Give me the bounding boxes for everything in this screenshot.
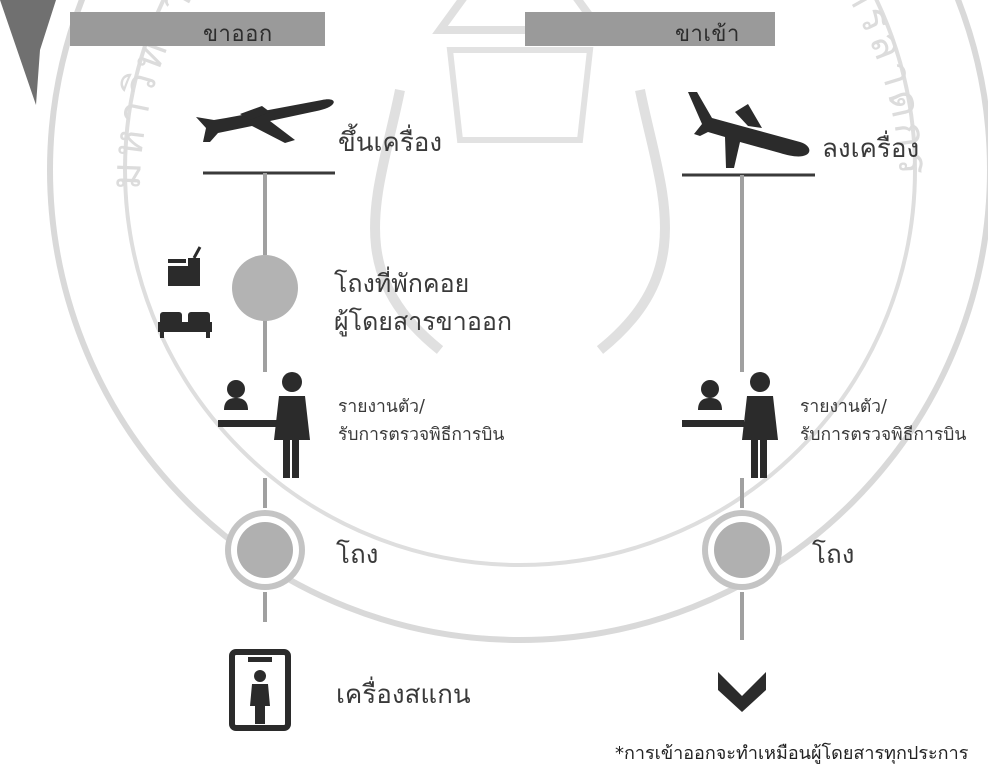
outbound-hall-icon [225, 510, 305, 590]
outbound-flow [158, 99, 335, 731]
inbound-hall-icon [702, 510, 782, 590]
outbound-lounge-label-line1: โถงที่พักคอย [334, 269, 470, 298]
outbound-checkin-label-line2: รับการตรวจพิธีการบิน [338, 425, 505, 445]
lounge-circle-icon [232, 255, 298, 321]
outbound-hall-label: โถง [336, 540, 379, 570]
outbound-boarding-label: ขึ้นเครื่อง [338, 128, 443, 158]
corner-decoration [0, 0, 56, 105]
landing-airplane-icon [688, 92, 810, 168]
inbound-checkin-label-line1: รายงานตัว/ [800, 397, 887, 417]
footnote: *การเข้าออกจะทำเหมือนผู้โดยสารทุกประการ [615, 743, 969, 764]
departing-airplane-icon [196, 99, 334, 143]
inbound-header-bar [525, 12, 775, 46]
inbound-header: ขาเข้า [675, 22, 740, 47]
outbound-checkin-icon [218, 372, 310, 478]
outbound-header-bar [70, 12, 325, 46]
inbound-flow [682, 92, 815, 712]
inbound-landing-label: ลงเครื่อง [822, 134, 920, 164]
body-scanner-icon [229, 649, 291, 731]
outbound-lounge-label-line2: ผู้โดยสารขาออก [334, 307, 512, 336]
food-drink-icon [168, 246, 202, 286]
lounge-seat-icon [158, 312, 212, 338]
chevron-down-icon [718, 672, 766, 712]
inbound-hall-label: โถง [812, 540, 855, 570]
outbound-checkin-label-line1: รายงานตัว/ [338, 397, 425, 417]
outbound-scanner-label: เครื่องสแกน [336, 680, 471, 710]
inbound-checkin-label-line2: รับการตรวจพิธีการบิน [800, 425, 967, 445]
inbound-checkin-icon [682, 372, 778, 478]
outbound-header: ขาออก [203, 22, 273, 47]
